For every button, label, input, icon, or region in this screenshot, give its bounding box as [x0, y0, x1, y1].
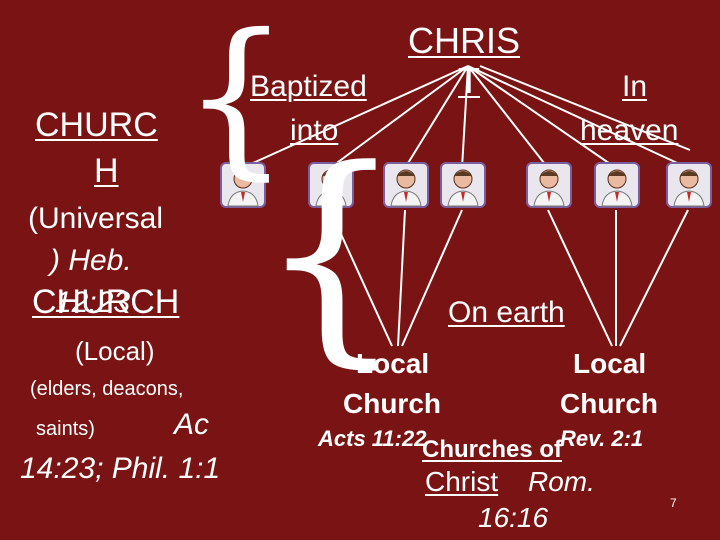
universal-close: ) Heb. — [50, 244, 132, 278]
universal-ref: 12:23 — [55, 286, 131, 319]
phil-ref: 14:23; Phil. 1:1 — [20, 452, 221, 485]
rev-ref: Rev. 2:1 — [560, 426, 644, 451]
person-icon — [666, 162, 712, 208]
rom-ref: 16:16 — [478, 502, 549, 533]
church-left-label: Church — [343, 388, 441, 419]
into-label: into — [290, 114, 339, 147]
person-icon — [440, 162, 486, 208]
baptized-label: Baptized — [250, 70, 367, 103]
local-paren-label: (Local) — [75, 336, 155, 366]
christ-word: Christ — [425, 466, 499, 497]
heb-ref: ) Heb. — [50, 244, 132, 277]
person-icon — [526, 162, 572, 208]
elders-label: (elders, deacons, — [30, 378, 184, 400]
person-icon — [383, 162, 429, 208]
church-title-line2: H — [94, 152, 119, 190]
person-icon — [220, 162, 266, 208]
rom-label: Rom. — [528, 466, 595, 497]
person-icon — [594, 162, 640, 208]
ac-label: Ac — [174, 408, 210, 441]
page-number: 7 — [670, 496, 677, 510]
on-earth-label: On earth — [448, 296, 565, 329]
saints-label: saints) — [36, 418, 95, 440]
in-label: In — [622, 70, 648, 103]
church-title-line1: CHURC — [35, 106, 158, 144]
christ-title: CHRIS — [408, 20, 521, 61]
right-brace: { — [258, 121, 405, 388]
local-left-label: Local — [356, 348, 430, 379]
christ-title-tail: T — [458, 60, 480, 101]
left-brace: { — [182, 0, 291, 196]
church-right-label: Church — [560, 388, 658, 419]
church-local-title: CHURCH — [32, 283, 180, 321]
heaven-label: heaven — [580, 114, 679, 147]
universal-label: (Universal — [28, 202, 164, 235]
person-icon — [308, 162, 354, 208]
local-right-label: Local — [573, 348, 647, 379]
acts-ref: Acts 11:22 — [318, 426, 427, 451]
churches-of-label: Churches of — [422, 436, 563, 463]
